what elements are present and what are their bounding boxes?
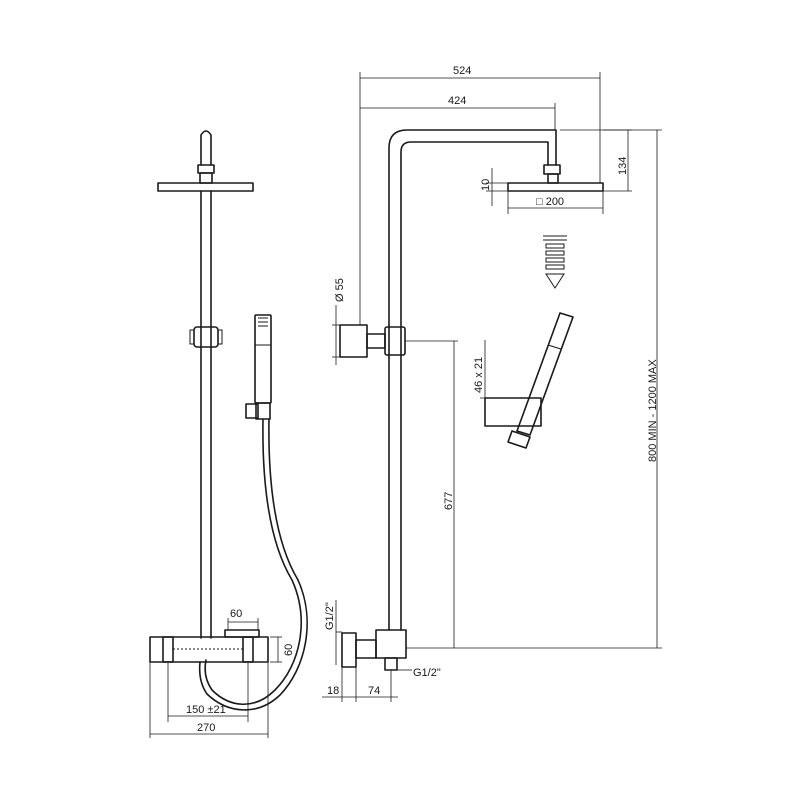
side-view: 524 424 134 10 □ 200 Ø 55 800 MIN - 1200…: [322, 65, 662, 702]
hand-shower-detail-end: [507, 430, 531, 449]
dim-width-total: 270: [197, 722, 215, 734]
dim-overall-projection: 524: [453, 65, 471, 77]
sliding-bracket: [193, 326, 219, 348]
side-head-connector: [543, 164, 561, 175]
mixer-inlet-pipe: [355, 639, 377, 659]
side-head-swivel: [547, 173, 559, 184]
mixer-outlet: [384, 657, 398, 671]
dim-inlet-offset: 74: [368, 685, 380, 697]
dim-mixer-width: 60: [230, 608, 242, 620]
head-connector: [197, 164, 215, 174]
bracket-knob-left: [189, 329, 195, 345]
hand-shower: [254, 314, 272, 404]
mixer-handle-left: [162, 636, 174, 663]
front-view: 60 60 150 ±21 270: [149, 130, 308, 738]
mixer-wall-plate: [341, 632, 357, 668]
dim-inlet-spacing: 150 ±21: [186, 704, 226, 716]
side-shower-head: [507, 182, 604, 192]
dim-arm-projection: 424: [448, 95, 466, 107]
water-flow-arrow: [543, 235, 567, 289]
dim-inlet-bottom: G1/2": [413, 667, 441, 679]
dim-wall-offset: 18: [327, 685, 339, 697]
wall-bracket-clamp: [384, 326, 406, 356]
bracket-knob-right: [217, 329, 223, 345]
riser-arm-outer: [388, 129, 557, 631]
dim-head-drop: 134: [617, 157, 629, 175]
hand-shower-detail: [516, 312, 574, 436]
mixer-body-side: [375, 629, 407, 659]
dim-bracket-diameter: Ø 55: [334, 278, 346, 302]
dim-mixer-height: 60: [283, 644, 295, 656]
head-swivel: [199, 172, 213, 184]
riser-arm-inner: [400, 141, 549, 631]
dim-head-thickness: 10: [480, 179, 492, 191]
wall-bracket-arm: [366, 333, 386, 349]
hand-holder-detail: [484, 397, 542, 427]
dim-hand-holder: 46 x 21: [473, 357, 485, 393]
thermostatic-mixer: [149, 636, 269, 663]
riser-top-cap: [200, 130, 212, 166]
dim-bracket-height: 677: [443, 492, 455, 510]
shower-head-plate: [157, 182, 254, 192]
shower-hose: [204, 418, 302, 705]
mixer-top-connector: [224, 629, 260, 638]
wall-bracket-plate: [339, 324, 368, 358]
shower-hose-outer: [198, 418, 308, 711]
mixer-handle-right: [242, 636, 254, 663]
hand-shower-holder: [245, 403, 259, 419]
dim-height-range: 800 MIN - 1200 MAX: [647, 359, 659, 462]
dim-head-size: □ 200: [536, 196, 564, 208]
dim-inlet-left: G1/2": [324, 602, 336, 630]
